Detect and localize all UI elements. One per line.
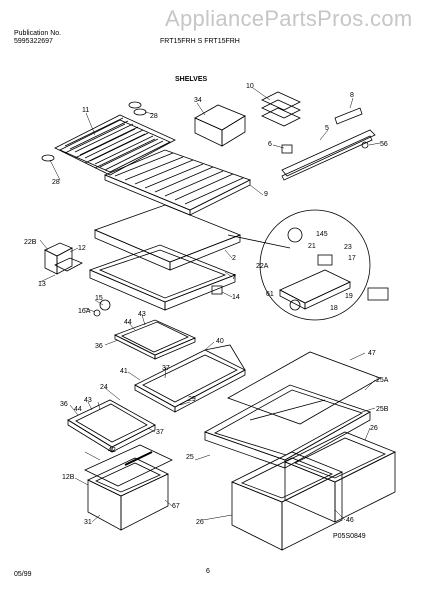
page-number: 6	[206, 568, 210, 575]
crisper-cover	[204, 351, 381, 469]
model-numbers: FRT15FRH S FRT15FRH	[160, 38, 240, 45]
section-title: SHELVES	[175, 76, 208, 83]
callout-43: 43	[138, 311, 146, 318]
callout-22b: 22B	[24, 239, 37, 246]
callout-61: 61	[266, 291, 274, 298]
callout-40: 40	[216, 338, 224, 345]
knob	[99, 299, 111, 311]
callout-26: 26	[370, 425, 378, 432]
callout-7: 7	[232, 274, 236, 281]
callout-19: 19	[345, 293, 353, 300]
control-box	[44, 242, 83, 275]
callout-17: 17	[348, 255, 356, 262]
callout-44: 44	[124, 319, 132, 326]
callout-28: 28	[150, 113, 158, 120]
callout-23: 23	[344, 244, 352, 251]
callout-5: 5	[325, 125, 329, 132]
clip	[211, 285, 223, 295]
callout-47: 47	[368, 350, 376, 357]
callout-24: 24	[100, 384, 108, 391]
screw	[133, 108, 147, 116]
callout-22a: 22A	[256, 263, 269, 270]
clip	[281, 144, 293, 154]
callout-67: 67	[172, 503, 180, 510]
wire-shelf	[54, 114, 176, 176]
callout-11: 11	[82, 107, 89, 114]
callout-28: 28	[52, 179, 60, 186]
footer-date: 05/99	[14, 571, 32, 578]
drawer-rail	[124, 451, 153, 466]
callout-9: 9	[264, 191, 268, 198]
screw	[128, 101, 142, 109]
callout-36: 36	[95, 343, 103, 350]
callout-12: 12	[78, 245, 86, 252]
callout-43: 43	[84, 397, 92, 404]
callout-15: 15	[95, 295, 103, 302]
callout-6: 6	[268, 141, 272, 148]
damper-detail	[227, 209, 389, 321]
leader-lines	[39, 87, 381, 523]
callout-37: 37	[162, 365, 170, 372]
glass-shelf-small	[114, 319, 196, 360]
callout-37: 37	[156, 429, 164, 436]
screw	[41, 154, 55, 162]
callout-46: 46	[346, 517, 354, 524]
callout-2: 2	[232, 255, 236, 262]
ice-bin	[194, 104, 246, 147]
diagram-id: P05S0849	[333, 533, 366, 540]
callout-16a: 16A	[78, 308, 91, 315]
knob	[93, 309, 101, 317]
callout-31: 31	[84, 519, 92, 526]
callout-36: 36	[60, 401, 68, 408]
callout-14: 14	[232, 294, 240, 301]
callout-145: 145	[316, 231, 328, 238]
shelf-rail	[281, 107, 376, 181]
ice-cube-trays	[261, 91, 301, 127]
callout-25b: 25B	[376, 406, 389, 413]
screw	[361, 141, 369, 149]
freezer-pan	[88, 204, 242, 311]
callout-29: 29	[188, 396, 196, 403]
glass-shelf-lower	[67, 399, 156, 453]
meat-drawer	[84, 444, 173, 531]
callout-25a: 25A	[376, 377, 389, 384]
callout-41: 41	[120, 368, 128, 375]
callout-25: 25	[186, 454, 194, 461]
callout-8: 8	[350, 92, 354, 99]
callout-13: 13	[38, 281, 46, 288]
callout-21: 21	[308, 243, 316, 250]
publication-label: Publication No.	[14, 30, 62, 37]
publication-number: 5995322697	[14, 38, 53, 45]
glass-shelf-medium	[134, 344, 246, 413]
freezer-shelf	[103, 149, 252, 216]
callout-12b: 12B	[62, 474, 75, 481]
callout-42: 42	[108, 447, 116, 454]
callout-26: 26	[196, 519, 204, 526]
callout-34: 34	[194, 97, 202, 104]
callout-18: 18	[330, 305, 338, 312]
callout-44: 44	[74, 406, 82, 413]
crisper-drawer-left	[231, 451, 343, 551]
crisper-drawer-right	[284, 431, 396, 523]
callout-10: 10	[246, 83, 254, 90]
callout-56: 56	[380, 141, 388, 148]
watermark: AppliancePartsPros.com	[165, 6, 413, 31]
